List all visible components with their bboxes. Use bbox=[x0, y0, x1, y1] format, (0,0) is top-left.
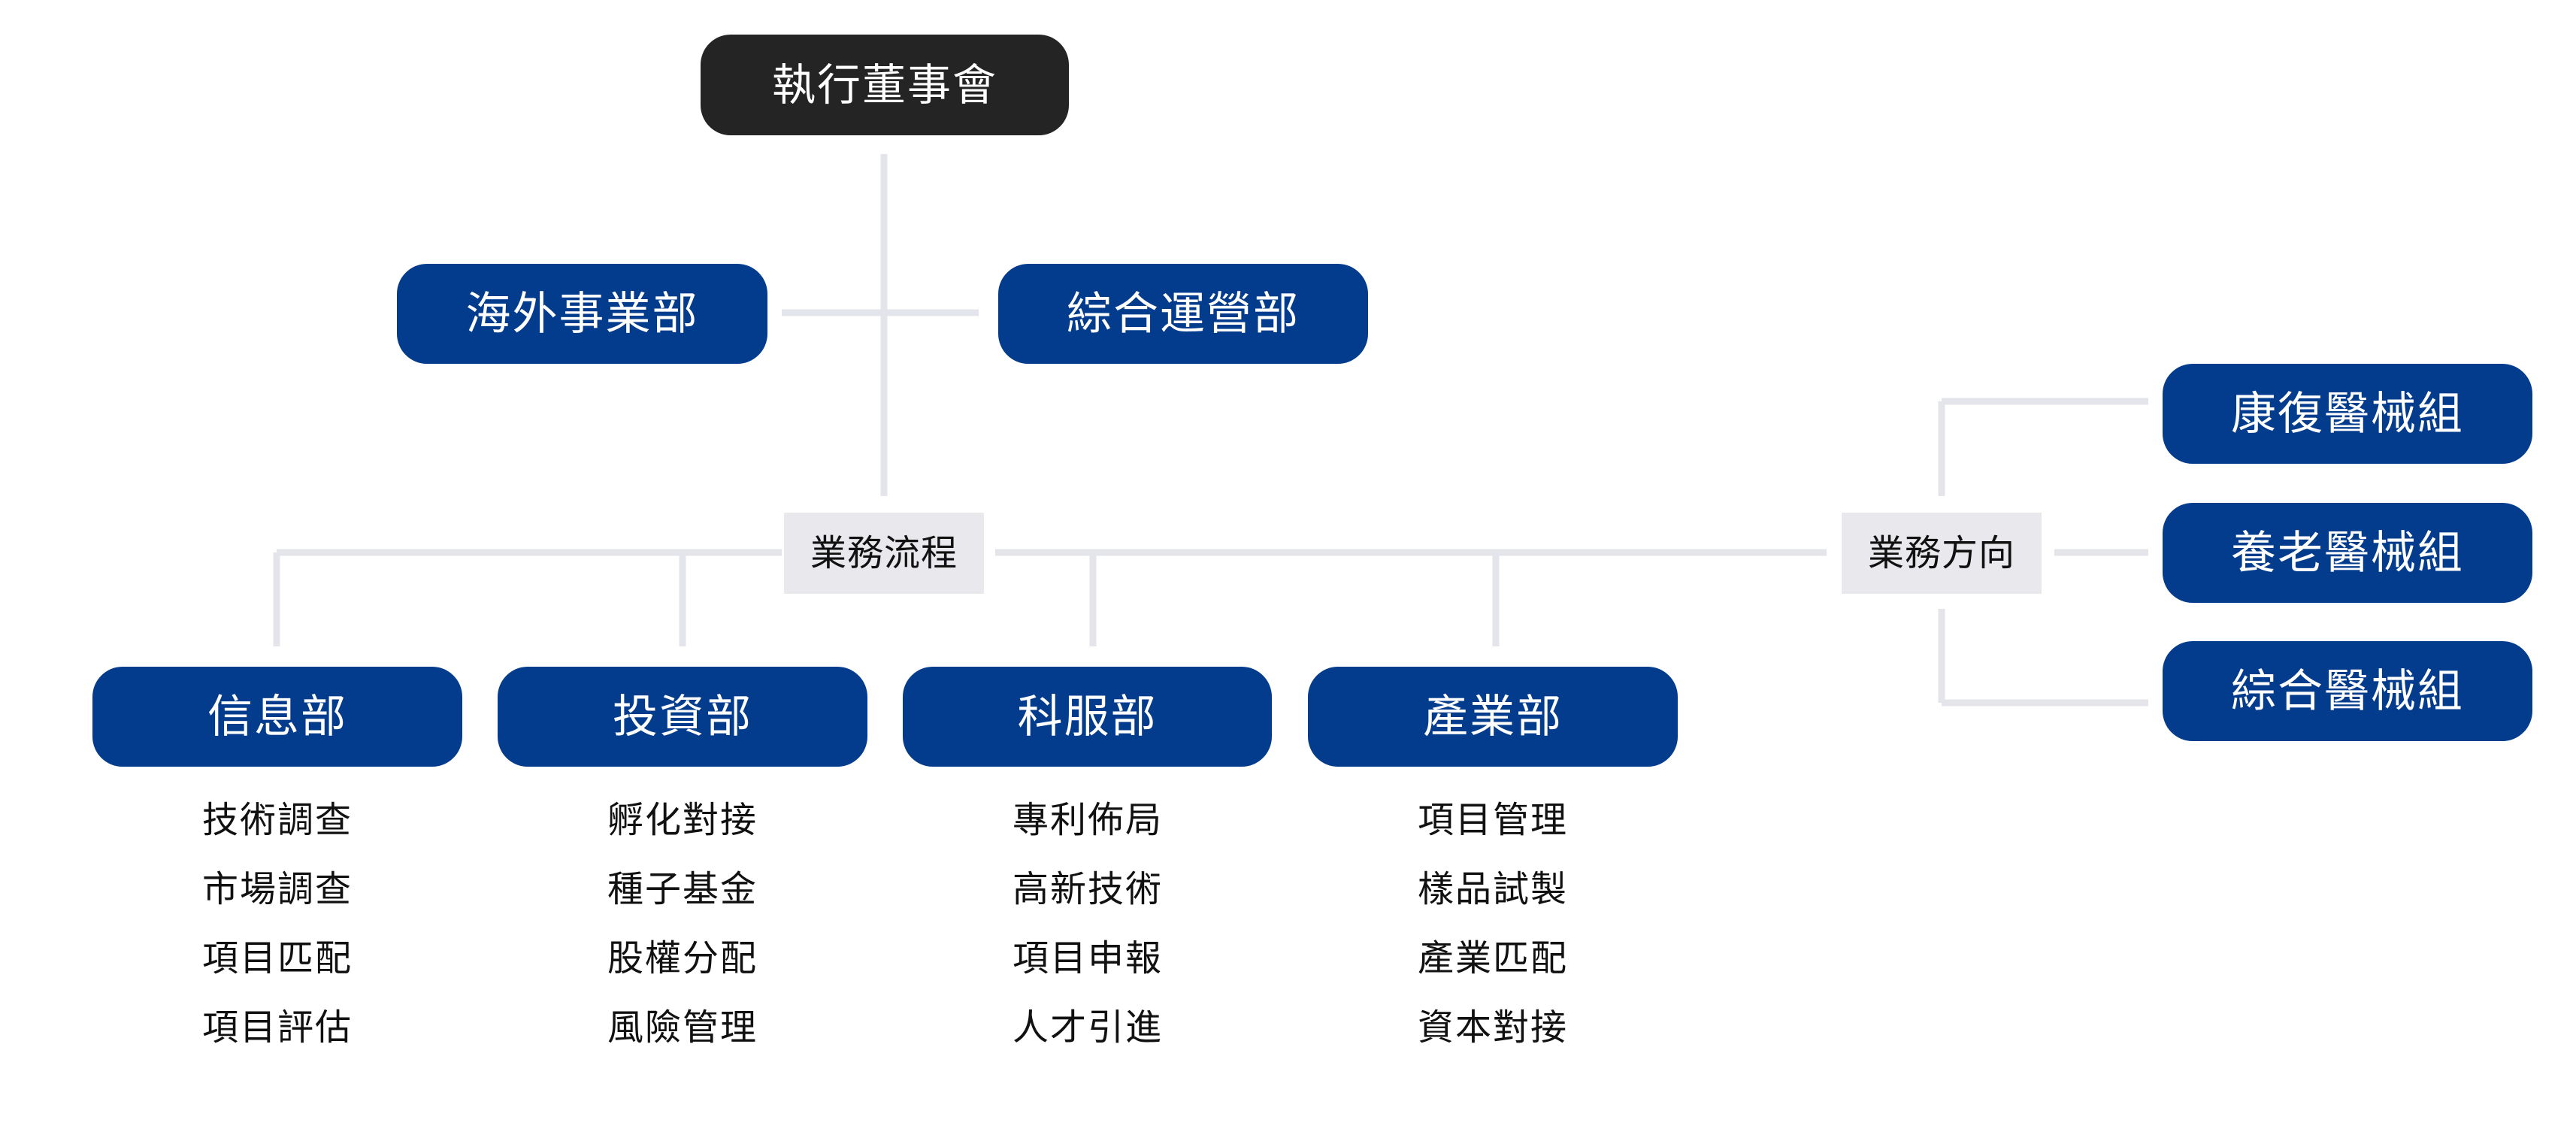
general-device-group-box: 綜合醫械組 bbox=[2163, 641, 2532, 741]
science-service-department-duties: 專利佈局 高新技術 項目申報 人才引進 bbox=[937, 785, 1238, 1062]
duty-item: 項目管理 bbox=[1417, 799, 1568, 841]
information-department-duties: 技術調查 市場調查 項目匹配 項目評估 bbox=[127, 785, 428, 1062]
general-operations-department-box: 綜合運營部 bbox=[998, 264, 1368, 364]
duty-item: 樣品試製 bbox=[1417, 868, 1568, 910]
industry-department-box: 產業部 bbox=[1308, 667, 1678, 767]
duty-item: 項目申報 bbox=[1012, 937, 1163, 979]
investment-department-duties: 孵化對接 種子基金 股權分配 風險管理 bbox=[532, 785, 833, 1062]
duty-item: 技術調查 bbox=[201, 799, 353, 841]
information-department-box: 信息部 bbox=[92, 667, 462, 767]
duty-item: 產業匹配 bbox=[1417, 937, 1568, 979]
elderly-care-device-group-box: 養老醫械組 bbox=[2163, 503, 2532, 603]
business-direction-label: 業務方向 bbox=[1842, 513, 2042, 594]
business-process-label: 業務流程 bbox=[784, 513, 984, 594]
duty-item: 市場調查 bbox=[201, 868, 353, 910]
duty-item: 風險管理 bbox=[607, 1006, 758, 1049]
investment-department-box: 投資部 bbox=[498, 667, 867, 767]
industry-department-duties: 項目管理 樣品試製 產業匹配 資本對接 bbox=[1342, 785, 1643, 1062]
rehabilitation-device-group-box: 康復醫械組 bbox=[2163, 364, 2532, 464]
duty-item: 項目評估 bbox=[201, 1006, 353, 1049]
science-service-department-box: 科服部 bbox=[903, 667, 1272, 767]
duty-item: 高新技術 bbox=[1012, 868, 1163, 910]
overseas-business-department-box: 海外事業部 bbox=[397, 264, 767, 364]
duty-item: 股權分配 bbox=[607, 937, 758, 979]
executive-board-box: 執行董事會 bbox=[701, 35, 1069, 135]
duty-item: 孵化對接 bbox=[607, 799, 758, 841]
duty-item: 種子基金 bbox=[607, 868, 758, 910]
duty-item: 項目匹配 bbox=[201, 937, 353, 979]
duty-item: 資本對接 bbox=[1417, 1006, 1568, 1049]
duty-item: 專利佈局 bbox=[1012, 799, 1163, 841]
duty-item: 人才引進 bbox=[1012, 1006, 1163, 1049]
